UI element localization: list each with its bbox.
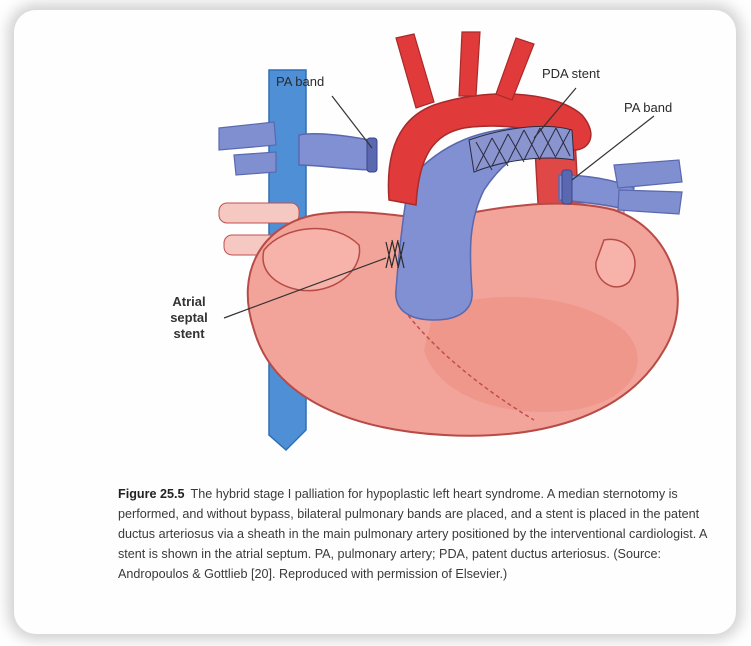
caption-text: The hybrid stage I palliation for hypopl… <box>118 487 707 581</box>
left-carotid-artery <box>459 32 480 96</box>
figure-frame: PA band PDA stent PA band Atrial septal … <box>14 10 736 634</box>
left-subclavian-artery <box>496 38 534 100</box>
pulmonary-vein-right-lower <box>618 190 682 214</box>
label-pa-band-right: PA band <box>624 100 672 116</box>
figure-number: Figure 25.5 <box>118 487 185 501</box>
label-pda-stent: PDA stent <box>542 66 600 82</box>
label-atrial-line3: stent <box>154 326 224 342</box>
label-atrial-line2: septal <box>154 310 224 326</box>
label-atrial-septal-stent: Atrial septal stent <box>154 294 224 342</box>
heart-illustration <box>14 10 736 465</box>
left-pulmonary-artery-branch <box>299 134 374 170</box>
brachiocephalic-artery <box>396 34 434 108</box>
pulmonary-vein-right-upper <box>614 160 682 188</box>
label-pa-band-left: PA band <box>276 74 324 90</box>
pa-band-right <box>562 170 572 204</box>
pulmonary-vein-left-lower <box>234 152 276 175</box>
pulmonary-vein-left-upper <box>219 122 276 150</box>
label-atrial-line1: Atrial <box>154 294 224 310</box>
left-atrial-appendage <box>596 239 635 287</box>
